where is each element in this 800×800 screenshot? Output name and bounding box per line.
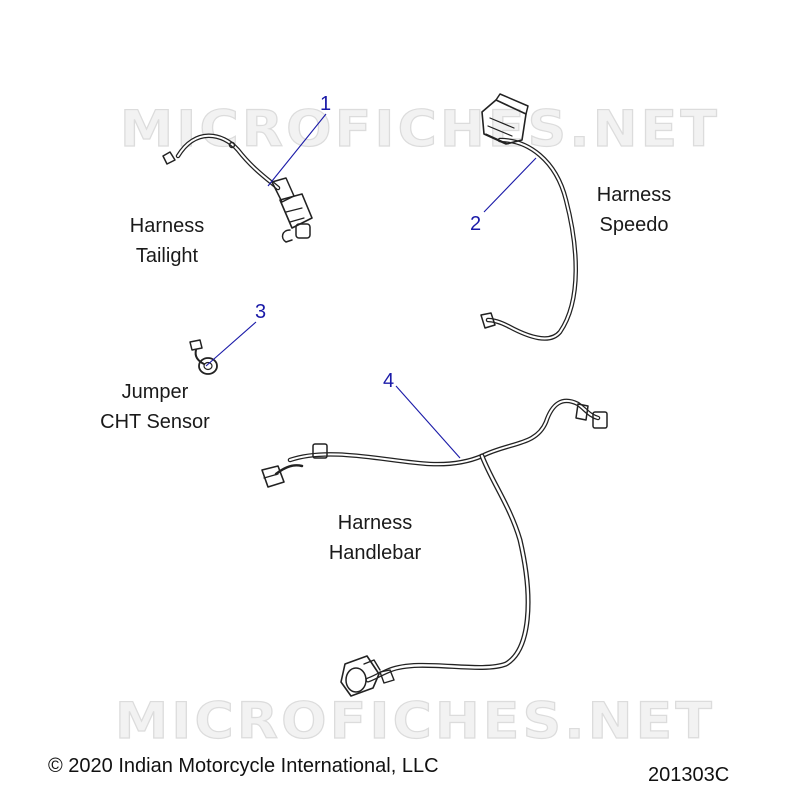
part-label-2-line2: Speedo [599,214,669,236]
watermark-top: MICROFICHES.NET [120,100,720,158]
part-1-harness-tailight[interactable] [162,133,313,243]
callout-number-4[interactable]: 4 [383,370,395,392]
part-label-3-line2: CHT Sensor [100,411,210,433]
part-label-1: Harness Tailight [117,211,217,271]
callout-number-3[interactable]: 3 [255,301,267,323]
callout-number-1[interactable]: 1 [320,93,332,115]
diagram-code: 201303C [648,764,730,786]
leader-line-3 [205,321,257,367]
watermark-bottom: MICROFICHES.NET [115,692,715,750]
part-4-harness-handlebar[interactable] [261,398,608,697]
part-3-jumper-cht-sensor[interactable] [189,339,218,375]
part-label-4-line1: Harness [337,512,413,534]
part-label-4-line2: Handlebar [328,542,422,564]
part-label-1-line2: Tailight [135,245,199,267]
part-label-3-line1: Jumper [121,381,189,403]
part-label-2: Harness Speedo [584,180,684,240]
leader-lines [205,113,537,459]
copyright-notice: © 2020 Indian Motorcycle International, … [48,755,439,777]
callout-number-2[interactable]: 2 [470,213,482,235]
leader-line-4 [395,385,461,459]
leader-line-1 [267,113,327,187]
part-label-4: Harness Handlebar [315,508,435,568]
part-label-1-line1: Harness [129,215,205,237]
part-label-3: Jumper CHT Sensor [80,377,230,437]
part-label-2-line1: Harness [596,184,672,206]
leader-line-2 [483,157,537,213]
part-2-harness-speedo[interactable] [480,93,578,341]
